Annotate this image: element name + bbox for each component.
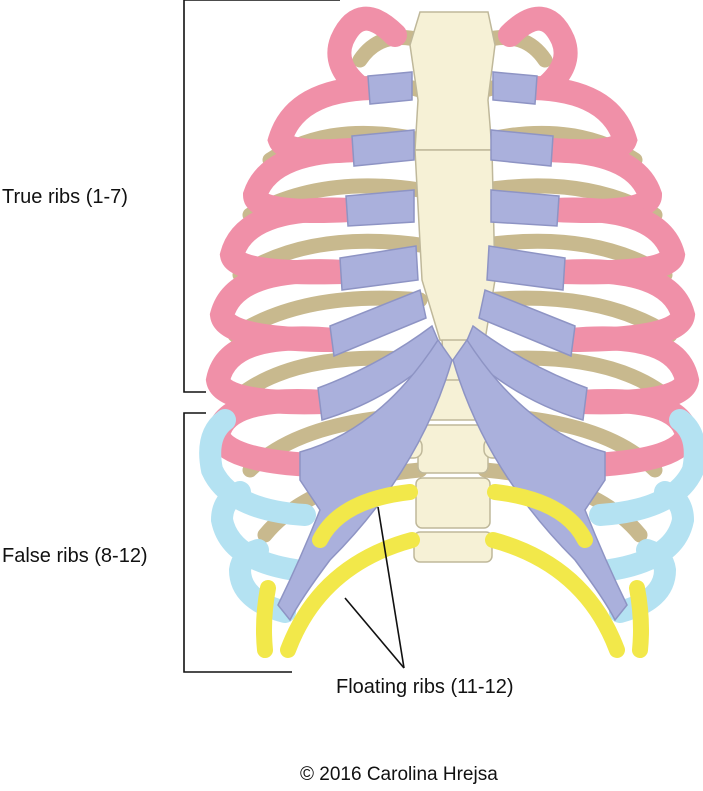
- vertebra-3: [415, 477, 491, 529]
- manubrium: [409, 11, 496, 151]
- vertebra-2: [417, 424, 489, 474]
- pointer-line-2: [344, 597, 405, 669]
- copyright-credit: © 2016 Carolina Hrejsa: [300, 764, 498, 785]
- cartilage-l2: [351, 129, 415, 167]
- true-rib-l1: [327, 6, 407, 100]
- false-ribs-bracket: [183, 412, 292, 673]
- cartilage-r1: [492, 71, 538, 105]
- cartilage-l7-10: [277, 338, 453, 622]
- cartilage-r5: [478, 288, 576, 358]
- true-rib-r1: [498, 6, 578, 100]
- floating-ribs-pointers: [344, 506, 405, 669]
- true-ribs-label: True ribs (1-7): [2, 186, 128, 208]
- floating-rib-r11: [487, 484, 593, 548]
- costal-cartilage: [277, 71, 628, 622]
- false-rib-l8: [199, 409, 316, 526]
- cartilage-r4: [486, 245, 566, 291]
- true-ribs-bracket: [183, 0, 340, 393]
- cartilage-l1: [367, 71, 413, 105]
- cartilage-l3: [345, 189, 415, 227]
- vertebra-4: [413, 531, 493, 563]
- false-rib-r9: [599, 481, 695, 581]
- floating-rib-l-tip: [256, 580, 276, 658]
- false-rib-r8: [589, 409, 703, 526]
- true-ribs-right: [498, 6, 700, 477]
- floating-ribs: [256, 484, 649, 658]
- cartilage-r3: [490, 189, 560, 227]
- floating-rib-r12: [485, 532, 625, 658]
- floating-rib-l11: [312, 484, 418, 548]
- cartilage-l5: [329, 288, 427, 358]
- cartilage-r7-10: [452, 338, 628, 622]
- floating-rib-l12: [280, 532, 420, 658]
- pointer-line-1: [377, 506, 405, 669]
- false-rib-l9: [210, 481, 306, 581]
- cartilage-l4: [339, 245, 419, 291]
- floating-ribs-label: Floating ribs (11-12): [336, 676, 514, 698]
- floating-rib-r-tip: [629, 580, 649, 658]
- false-ribs-label: False ribs (8-12): [2, 545, 148, 567]
- cartilage-r2: [490, 129, 554, 167]
